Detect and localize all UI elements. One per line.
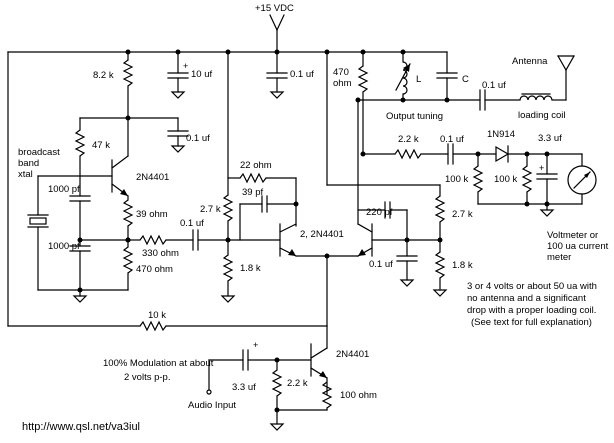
tank-capacitor-label: C	[462, 74, 469, 85]
osc-c-top-label: 1000 pf	[48, 184, 80, 195]
modulator-stage: 10 k 2N4401 + 3.3 uf Audio Input 2.2 k	[7, 310, 377, 431]
svg-text:+: +	[539, 163, 544, 173]
meter-circuit: 2.2 k 0.1 uf 1N914 3.3 uf 100 k 100 k +	[360, 99, 609, 263]
mod-note-2: 2 volts p-p.	[124, 372, 170, 383]
svg-text:+: +	[253, 340, 258, 350]
osc-r-emitter2-label: 470 ohm	[136, 264, 173, 275]
output-tank: 470 ohm L C Output tuning 0.1 uf loading…	[333, 51, 575, 122]
osc-c-supply-label: 10 uf	[191, 69, 212, 80]
mod-r-feed-label: 10 k	[148, 310, 166, 321]
osc-r-emitter-label: 39 ohm	[136, 209, 168, 220]
mod-note-1: 100% Modulation at about	[103, 358, 214, 369]
mod-c-input-label: 3.3 uf	[232, 382, 256, 393]
note-line-2: no antenna and a significant	[467, 293, 586, 304]
note-line-4: (See text for full explanation)	[471, 317, 592, 328]
amp-r-bias-top2-label: 2.7 k	[452, 209, 473, 220]
osc-c-couple-label: 0.1 uf	[180, 218, 204, 229]
svg-text:+: +	[183, 61, 188, 71]
meter-c-filter-label: 3.3 uf	[538, 133, 562, 144]
source-url: http://www.qsl.net/va3iul	[22, 421, 140, 433]
tank-inductor-label: L	[416, 74, 421, 85]
amp-r-bias-bot-label: 1.8 k	[240, 263, 261, 274]
osc-c-bypass-label: 0.1 uf	[186, 133, 210, 144]
meter-r-load2-label: 100 k	[494, 174, 517, 185]
amp-r-collector-label-2: ohm	[333, 78, 352, 89]
mod-r-bias-label: 2.2 k	[287, 378, 308, 389]
osc-r-series-label: 330 ohm	[142, 248, 179, 259]
osc-r-top-label: 8.2 k	[93, 70, 114, 81]
amp-c220-label: 220 pf	[366, 207, 393, 218]
note-line-1: 3 or 4 volts or about 50 ua with	[467, 281, 597, 292]
amp-c-bypass2-label: 0.1 uf	[369, 259, 393, 270]
amp-transistor-label: 2, 2N4401	[300, 229, 344, 240]
tank-c-out-label: 0.1 uf	[482, 80, 506, 91]
mod-transistor-label: 2N4401	[336, 349, 369, 360]
amp-r-bias-top-label: 2.7 k	[200, 204, 221, 215]
amp-c-supply-label: 0.1 uf	[290, 69, 314, 80]
osc-c-bot-label: 1000 pf	[48, 241, 80, 252]
meter-caption-3: meter	[547, 252, 571, 263]
amp-r-bias-bot2-label: 1.8 k	[452, 260, 473, 271]
note-line-3: drop with a proper loading coil.	[467, 305, 596, 316]
mod-r-emitter-label: 100 ohm	[340, 390, 377, 401]
diode-label: 1N914	[487, 129, 515, 140]
crystal-label-2: band	[18, 158, 39, 169]
measurement-notes: 3 or 4 volts or about 50 ua with no ante…	[467, 281, 597, 328]
crystal-label-3: xtal	[18, 169, 33, 180]
osc-transistor-label: 2N4401	[136, 172, 169, 183]
osc-r-base-label: 47 k	[92, 140, 110, 151]
loading-coil-label: loading coil	[518, 110, 566, 121]
oscillator-stage: 8.2 k 0.1 uf + 10 uf 47 k 2N4401	[18, 51, 229, 303]
meter-caption-1: Voltmeter or	[547, 230, 598, 241]
amp-c-feedback-label: 39 pf	[242, 187, 263, 198]
crystal-label-1: broadcast	[18, 147, 60, 158]
meter-r-series-label: 2.2 k	[398, 134, 419, 145]
meter-r-load1-label: 100 k	[445, 174, 468, 185]
antenna-label: Antenna	[512, 56, 548, 67]
meter-caption-2: 100 ua current	[547, 241, 609, 252]
tank-label: Output tuning	[386, 111, 443, 122]
meter-c-series-label: 0.1 uf	[440, 134, 464, 145]
amp-r-feedback-label: 22 ohm	[240, 160, 272, 171]
audio-input-label: Audio Input	[188, 400, 236, 411]
supply-label: +15 VDC	[255, 3, 294, 14]
amp-r-collector-label-1: 470	[333, 67, 349, 78]
amplifier-stage: 0.1 uf 2.7 k 1.8 k 22 ohm 39 pf 2, 2	[200, 51, 473, 327]
